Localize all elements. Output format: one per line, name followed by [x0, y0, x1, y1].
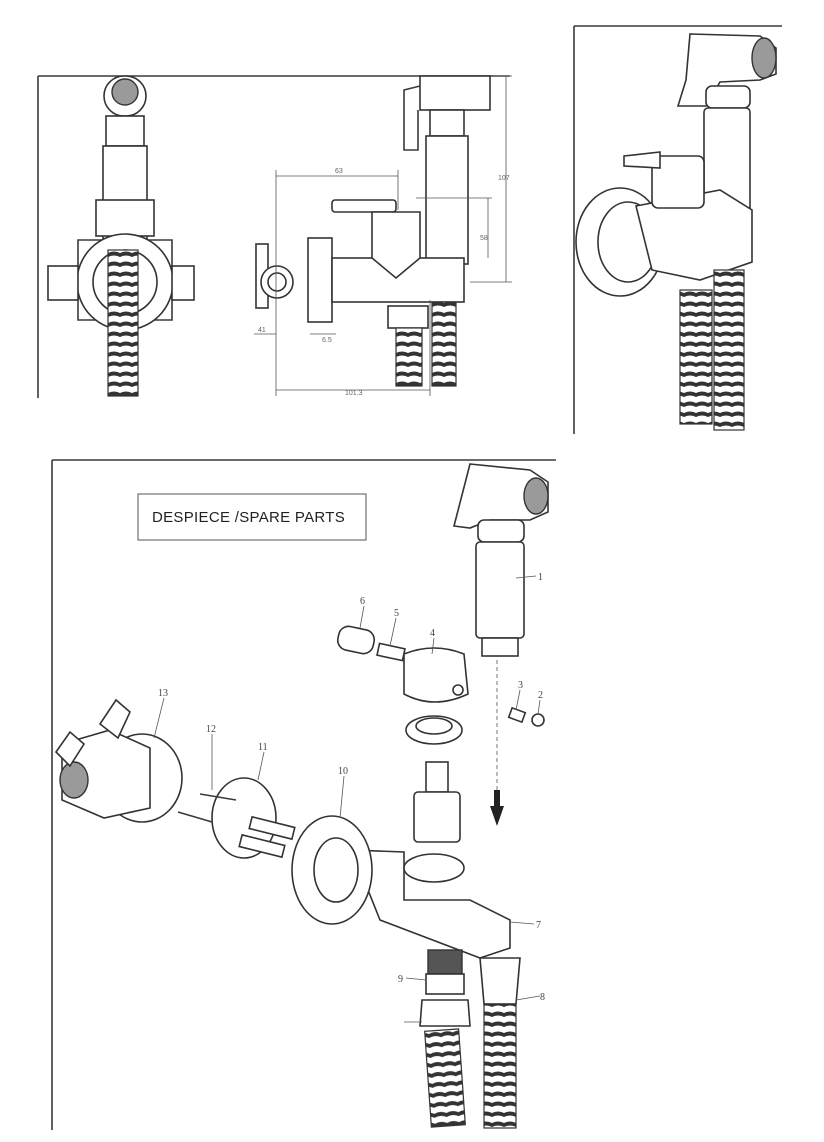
part-label-11: 11: [258, 742, 268, 753]
side-view: [254, 75, 512, 396]
part-label-5: 5: [394, 608, 399, 619]
orthographic-views-panel: 63 58 107 41 6.5 101.3: [37, 75, 512, 398]
part-label-4: 4: [430, 628, 435, 639]
dim-58: 58: [480, 235, 488, 242]
leader-lines: [153, 575, 541, 1023]
part-label-9: 9: [398, 974, 403, 985]
dim-6-5: 6.5: [322, 337, 332, 344]
front-view: [47, 75, 195, 397]
part-label-2: 2: [538, 690, 543, 701]
part-label-10: 10: [338, 766, 348, 777]
part-label-12: 12: [206, 724, 216, 735]
spare-parts-title: DESPIECE /SPARE PARTS: [152, 509, 345, 526]
exploded-view-panel: DESPIECE /SPARE PARTS: [51, 459, 556, 1130]
part-label-3: 3: [518, 680, 523, 691]
part-label-13: 13: [158, 688, 168, 699]
part-4-handle: [336, 625, 545, 727]
cartridge-parts: [405, 660, 504, 843]
part-label-8: 8: [540, 992, 545, 1003]
wall-mount-parts: [54, 698, 296, 859]
hose-connectors: [419, 949, 521, 1129]
perspective-view-panel: [573, 25, 782, 434]
part-label-6: 6: [360, 596, 365, 607]
dim-101-3: 101.3: [345, 390, 363, 397]
part-label-7: 7: [536, 920, 541, 931]
spare-parts-title-box: [137, 493, 367, 541]
dim-41: 41: [258, 327, 266, 334]
dim-107: 107: [498, 175, 510, 182]
dim-63: 63: [335, 168, 343, 175]
part-1-sprayer: [452, 463, 549, 657]
part-7-valve-body: [291, 815, 511, 959]
part-label-1: 1: [538, 572, 543, 583]
